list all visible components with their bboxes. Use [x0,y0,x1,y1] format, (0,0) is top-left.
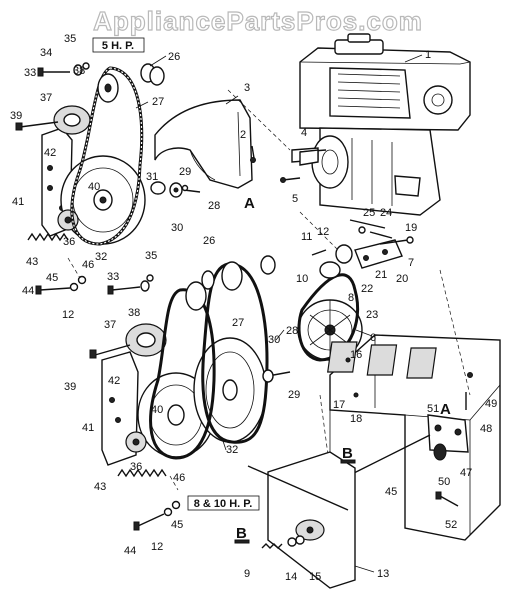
bottom-variant-label: 8 & 10 H. P. [194,498,253,510]
callout: 21 [375,269,387,281]
callout: 32 [226,444,238,456]
callout: 23 [366,309,378,321]
callout: 48 [480,423,492,435]
callout: 35 [64,33,76,45]
callout: 16 [350,349,362,361]
callout: 42 [44,147,56,159]
callout: 41 [82,422,94,434]
callout: 17 [333,399,345,411]
callout: 29 [288,389,300,401]
callout: 43 [94,481,106,493]
callout: 20 [396,273,408,285]
top-assembly [15,37,327,295]
callout: 36 [130,461,142,473]
ref-letter-a-frame: A [440,401,451,418]
callout: 52 [445,519,457,531]
callout: 41 [12,196,24,208]
callout: 36 [63,236,75,248]
callout: 27 [232,317,244,329]
callout: 22 [361,283,373,295]
top-variant-label: 5 H. P. [102,40,134,52]
callout: 26 [168,51,180,63]
callout: 40 [88,181,100,193]
frame [319,269,501,541]
callout: 18 [350,413,362,425]
callout: 44 [124,545,136,557]
callout: 26 [203,235,215,247]
callout: 39 [10,110,22,122]
callout: 34 [40,47,52,59]
callout: 19 [405,222,417,234]
callout: 44 [22,285,34,297]
callout: 49 [485,398,497,410]
engine [291,33,471,216]
callout: 28 [208,200,220,212]
callout: 27 [152,96,164,108]
callout: 13 [377,568,389,580]
callout: 12 [62,309,74,321]
callout: 30 [268,334,280,346]
callout: 1 [425,49,431,61]
callout: 38 [73,65,85,77]
callout: 5 [292,193,298,205]
callout: 12 [317,226,329,238]
callout: 15 [309,571,321,583]
callout: 50 [438,476,450,488]
ref-letter-b-bottom: B [236,525,247,542]
callout: 14 [285,571,297,583]
callout: 30 [171,222,183,234]
callout: 4 [301,127,307,139]
callout: 45 [385,486,397,498]
bottom-assembly [89,255,356,589]
callout: 38 [128,307,140,319]
callout: 11 [301,231,312,243]
callout: 33 [24,67,36,79]
callout: 45 [171,519,183,531]
callout: 37 [104,319,116,331]
callout: 33 [107,271,119,283]
ref-letter-a-top: A [244,195,255,212]
watermark: AppliancePartsPros.com [93,6,423,36]
ref-letter-b-frame: B [342,445,353,462]
callout: 10 [296,273,308,285]
callout: 3 [244,82,250,94]
callout: 40 [151,404,163,416]
callout: 31 [146,171,158,183]
callout: 45 [46,272,58,284]
callout: 37 [40,92,52,104]
callout: 32 [95,251,107,263]
callout: 9 [244,568,250,580]
callout: 46 [82,259,94,271]
callout: 2 [240,129,246,141]
callout: 39 [64,381,76,393]
callout: 12 [151,541,163,553]
callout: 35 [145,250,157,262]
leader-lines [135,54,423,573]
callout: 43 [26,256,38,268]
callout: 42 [108,375,120,387]
callout: 47 [460,467,472,479]
callout: 29 [179,166,191,178]
callouts: 1 2 3 4 5 6 7 8 9 10 11 12 12 12 13 14 1… [10,33,497,583]
callout: 8 [348,292,354,304]
callout: 46 [173,472,185,484]
callout: 6 [370,332,376,344]
callout: 24 [380,207,392,219]
callout: 7 [408,257,414,269]
callout: 51 [427,403,439,415]
callout: 28 [286,325,298,337]
callout: 25 [363,207,375,219]
